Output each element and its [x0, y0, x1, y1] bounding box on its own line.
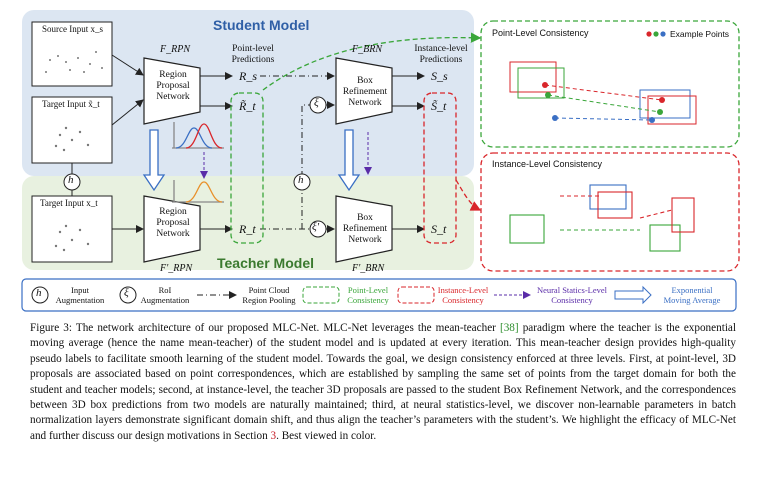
- caption-citation[interactable]: [38]: [499, 322, 519, 334]
- bn-distribution-teacher: [172, 180, 224, 203]
- legend-point-swatch: [302, 286, 340, 304]
- input-augmentation-node: [63, 173, 81, 191]
- st-tilde-symbol: S̃_t: [431, 99, 447, 113]
- teacher-brn-block: [335, 195, 393, 263]
- rt-tilde-symbol: R̃_t: [239, 99, 256, 113]
- legend-instance-swatch: [397, 286, 435, 304]
- target-student-input-label: Target Input x̃_t: [42, 99, 100, 109]
- legend-instance-label: Instance-Level Consistency: [437, 285, 489, 305]
- point-pred-header: Point-level Predictions: [231, 44, 275, 65]
- teacher-brn-sub: F'_BRN: [352, 263, 385, 274]
- h-node-mid: [293, 173, 311, 191]
- caption-section-ref[interactable]: 3: [270, 429, 277, 442]
- xi-prime-symbol: ξ': [312, 221, 320, 233]
- point-panel-scene: [509, 31, 697, 125]
- instance-level-consistency-box: [423, 92, 457, 244]
- teacher-brn-label: Box Refinement Network: [342, 213, 388, 245]
- legend-h-icon: [31, 286, 49, 304]
- legend-xi-icon: [119, 286, 137, 304]
- source-input-image: [31, 21, 113, 87]
- teacher-title: Teacher Model: [217, 255, 314, 271]
- legend-xi-symbol: ξ: [124, 287, 129, 299]
- st-symbol: S_t: [431, 222, 447, 236]
- point-panel-title: Point-Level Consistency: [492, 28, 589, 38]
- student-title: Student Model: [213, 17, 310, 33]
- caption-part3: . Best viewed in color.: [276, 429, 377, 442]
- ema-arrow-brn: [337, 129, 361, 192]
- student-brn-label: Box Refinement Network: [342, 76, 388, 108]
- diagram-svg: [21, 10, 740, 312]
- legend-h-label: Input Augmentation: [55, 285, 105, 305]
- instance-panel-title: Instance-Level Consistency: [492, 159, 603, 169]
- roi-augmentation-teacher-node: [309, 220, 327, 238]
- legend-box: [21, 278, 737, 312]
- ss-symbol: S_s: [431, 69, 448, 83]
- instance-panel-scene: [509, 184, 695, 252]
- legend-ema-label: Exponential Moving Average: [663, 285, 721, 305]
- target-student-input-image: [31, 96, 113, 164]
- source-input-label: Source Input x_s: [42, 24, 103, 34]
- caption-part1: The network architecture of our proposed…: [75, 322, 496, 334]
- target-teacher-input-image: [31, 195, 113, 263]
- student-rpn-block: [143, 57, 201, 125]
- caption-part2: paradigm where the teacher is the expone…: [30, 322, 737, 442]
- teacher-rpn-label: Region Proposal Network: [156, 207, 190, 239]
- point-level-consistency-box: [230, 92, 264, 244]
- legend-pool-label: Point Cloud Region Pooling: [242, 285, 296, 305]
- xi-symbol: ξ: [314, 97, 319, 109]
- legend-h-symbol: h: [36, 287, 42, 299]
- point-consistency-panel: [480, 20, 740, 148]
- student-rpn-label: Region Proposal Network: [156, 70, 190, 102]
- h-symbol-mid: h: [298, 174, 304, 186]
- legend-ema-arrow: [614, 285, 652, 305]
- legend-neural-label: Neural Statics-Level Consistency: [536, 285, 608, 305]
- point-panel-legend: Example Points: [670, 29, 730, 39]
- h-symbol: h: [68, 174, 74, 186]
- target-teacher-input-label: Target Input x_t: [40, 198, 98, 208]
- architecture-diagram: Student Model Teacher Model Source Input…: [21, 10, 740, 312]
- caption-label: Figure 3:: [30, 322, 72, 334]
- instance-pred-header: Instance-level Predictions: [414, 44, 468, 65]
- point-cloud-texture: [45, 51, 103, 252]
- student-brn-block: [335, 57, 393, 125]
- bn-distribution-student: [172, 122, 224, 149]
- ema-arrow-rpn: [142, 129, 166, 192]
- student-brn-sub: F_BRN: [352, 44, 382, 55]
- rs-symbol: R_s: [239, 69, 257, 83]
- teacher-rpn-block: [143, 195, 201, 263]
- legend-point-label: Point-Level Consistency: [347, 285, 389, 305]
- teacher-rpn-sub: F'_RPN: [160, 263, 193, 274]
- legend-xi-label: RoI Augmentation: [140, 285, 190, 305]
- rt-symbol: R_t: [239, 222, 256, 236]
- roi-augmentation-node: [309, 96, 327, 114]
- instance-consistency-panel: [480, 152, 740, 272]
- figure-caption: Figure 3: The network architecture of ou…: [30, 321, 736, 444]
- student-rpn-sub: F_RPN: [160, 44, 190, 55]
